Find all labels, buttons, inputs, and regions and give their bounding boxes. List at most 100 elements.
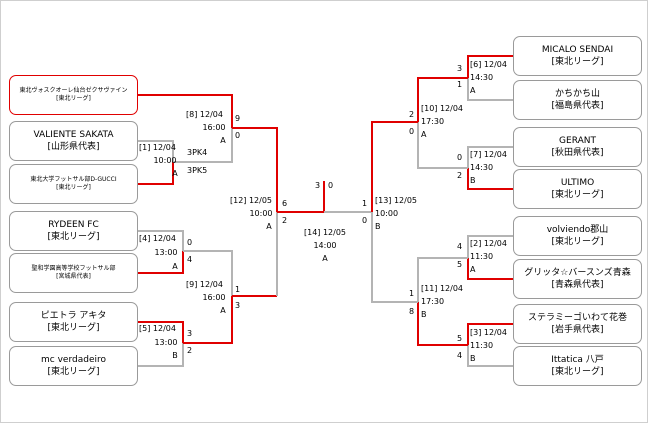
match-m11-score-top: 1 (409, 289, 415, 298)
match-date: 12/04 (199, 110, 223, 119)
line-m3-bottom (467, 345, 513, 367)
team-box-r3: GERANT [秋田県代表] (513, 127, 642, 167)
match-number: [6] (470, 60, 482, 69)
match-date: 12/04 (439, 104, 464, 113)
match-m1-info: [1] 12/04 (139, 143, 181, 153)
line-m11-top (417, 257, 468, 302)
match-number: [11] (421, 284, 438, 293)
match-m14-time: 14:00 (313, 241, 337, 250)
match-m13-time: 10:00 (375, 209, 399, 218)
team-name: 東北大学フットサル部D-GUCCI (30, 175, 117, 183)
match-m12-info: [12] 12/05 (230, 196, 272, 206)
match-m12-score-bottom: 2 (282, 216, 288, 225)
team-affiliation: [東北リーグ] (47, 323, 100, 333)
match-date: 12/04 (152, 234, 176, 243)
match-m8-score-top: 9 (235, 114, 241, 123)
match-m7-court: B (470, 176, 476, 185)
match-m11-score-bottom: 8 (409, 307, 415, 316)
team-name: VALIENTE SAKATA (33, 129, 114, 140)
match-number: [8] (186, 110, 198, 119)
match-m10-time: 17:30 (421, 117, 445, 126)
team-affiliation: [東北リーグ] (551, 57, 604, 67)
team-box-l5: 聖和学園高等学校フットサル部 [宮城県代表] (9, 253, 138, 293)
team-box-r8: Ittatica 八戸 [東北リーグ] (513, 346, 642, 386)
match-m13-court: B (375, 222, 381, 231)
match-m12-time: 10:00 (249, 209, 273, 218)
match-m7-score-top: 0 (457, 153, 463, 162)
line-m7-bottom (467, 168, 513, 190)
match-m7-info: [7] 12/04 (470, 150, 507, 160)
team-box-l2: VALIENTE SAKATA [山形県代表] (9, 121, 138, 161)
team-box-l7: mc verdadeiro [東北リーグ] (9, 346, 138, 386)
line-m11-bottom (417, 302, 468, 346)
team-name: Ittatica 八戸 (551, 354, 604, 365)
match-m13-score-top: 1 (362, 199, 368, 208)
match-m7-score-bottom: 2 (457, 171, 463, 180)
match-m7-time: 14:30 (470, 163, 494, 172)
match-date: 12/04 (483, 150, 507, 159)
match-date: 12/05 (393, 196, 418, 205)
team-name: MICALO SENDAI (541, 44, 614, 55)
match-m13-score-bottom: 0 (362, 216, 368, 225)
team-name: RYDEEN FC (48, 219, 99, 230)
team-affiliation: [東北リーグ] (56, 184, 91, 191)
match-m4-court: A (172, 262, 178, 271)
match-number: [4] (139, 234, 151, 243)
match-m1-score-bottom: 3PK5 (187, 166, 208, 175)
match-m9-score-top: 1 (235, 285, 241, 294)
match-number: [5] (139, 324, 151, 333)
line-m4-bottom (138, 251, 184, 274)
match-m5-info: [5] 12/04 (139, 324, 176, 334)
match-m14-court: A (322, 254, 328, 263)
match-m10-info: [10] 12/04 (421, 104, 463, 114)
team-name: ULTIMO (560, 177, 595, 188)
line-m9-bottom (183, 296, 233, 344)
team-box-r6: グリッタ☆バースンズ青森 [青森県代表] (513, 259, 642, 299)
line-m8-bottom (173, 128, 233, 163)
line-m9-top (183, 250, 233, 296)
team-affiliation: [青森県代表] (551, 280, 604, 290)
line-m7-top (467, 146, 513, 168)
team-box-l1: 東北ヴォスクオーレ仙台ゼクサヴァイン [東北リーグ] (9, 75, 138, 115)
match-m5-score-bottom: 2 (187, 346, 193, 355)
team-name: 聖和学園高等学校フットサル部 (31, 264, 116, 272)
match-m13-info: [13] 12/05 (375, 196, 417, 206)
line-m5-top (138, 321, 184, 343)
team-affiliation: [東北リーグ] (551, 237, 604, 247)
team-affiliation: [東北リーグ] (551, 190, 604, 200)
match-m4-time: 13:00 (154, 248, 178, 257)
match-m9-info: [9] 12/04 (186, 280, 223, 290)
match-m2-time: 11:30 (470, 252, 494, 261)
match-date: 12/04 (483, 239, 507, 248)
match-m1-court: A (172, 169, 178, 178)
final-score-left: 3 (315, 181, 321, 190)
line-m8-top (138, 94, 233, 128)
team-name: ピエトラ アキタ (40, 310, 107, 321)
team-name: GERANT (559, 135, 596, 146)
line-m13-top (371, 121, 418, 212)
match-m8-info: [8] 12/04 (186, 110, 223, 120)
line-m2-bottom (467, 258, 513, 280)
team-affiliation: [岩手県代表] (551, 325, 604, 335)
team-box-r5: volviendo郡山 [東北リーグ] (513, 216, 642, 256)
match-m11-court: B (421, 310, 427, 319)
match-m9-score-bottom: 3 (235, 301, 241, 310)
team-affiliation: [山形県代表] (47, 142, 100, 152)
match-m3-court: B (470, 354, 476, 363)
match-number: [13] (375, 196, 392, 205)
line-m1-top (138, 140, 174, 162)
match-m6-info: [6] 12/04 (470, 60, 507, 70)
line-m12-top (232, 127, 278, 212)
match-m6-score-top: 3 (457, 64, 463, 73)
match-m9-time: 16:00 (202, 293, 226, 302)
line-m10-bottom (417, 122, 468, 169)
team-affiliation: [秋田県代表] (551, 148, 604, 158)
match-m3-info: [3] 12/04 (470, 328, 507, 338)
match-date: 12/05 (322, 228, 347, 237)
match-date: 12/04 (152, 324, 176, 333)
match-m14-info: [14] 12/05 (296, 228, 354, 238)
match-date: 12/05 (248, 196, 273, 205)
match-m4-info: [4] 12/04 (139, 234, 176, 244)
team-box-l4: RYDEEN FC [東北リーグ] (9, 211, 138, 251)
